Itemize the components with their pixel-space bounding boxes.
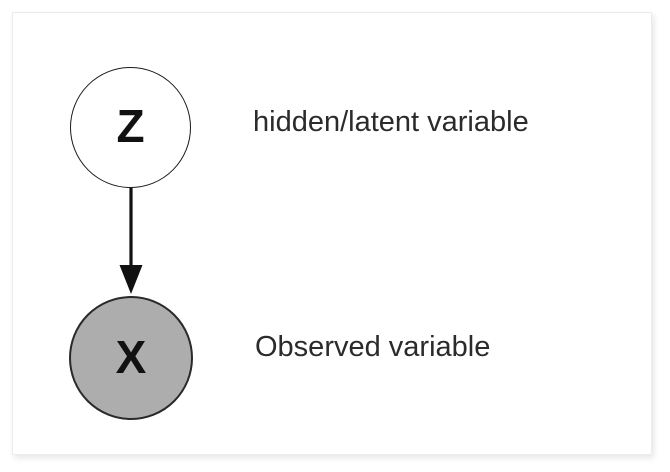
- node-z[interactable]: Z: [70, 67, 191, 188]
- node-z-letter: Z: [116, 99, 145, 152]
- label-hidden-latent-variable: hidden/latent variable: [253, 106, 529, 138]
- label-observed-variable: Observed variable: [255, 331, 491, 363]
- node-x-letter: X: [115, 331, 147, 383]
- arrowhead-icon: [119, 265, 143, 294]
- node-x[interactable]: X: [69, 296, 193, 420]
